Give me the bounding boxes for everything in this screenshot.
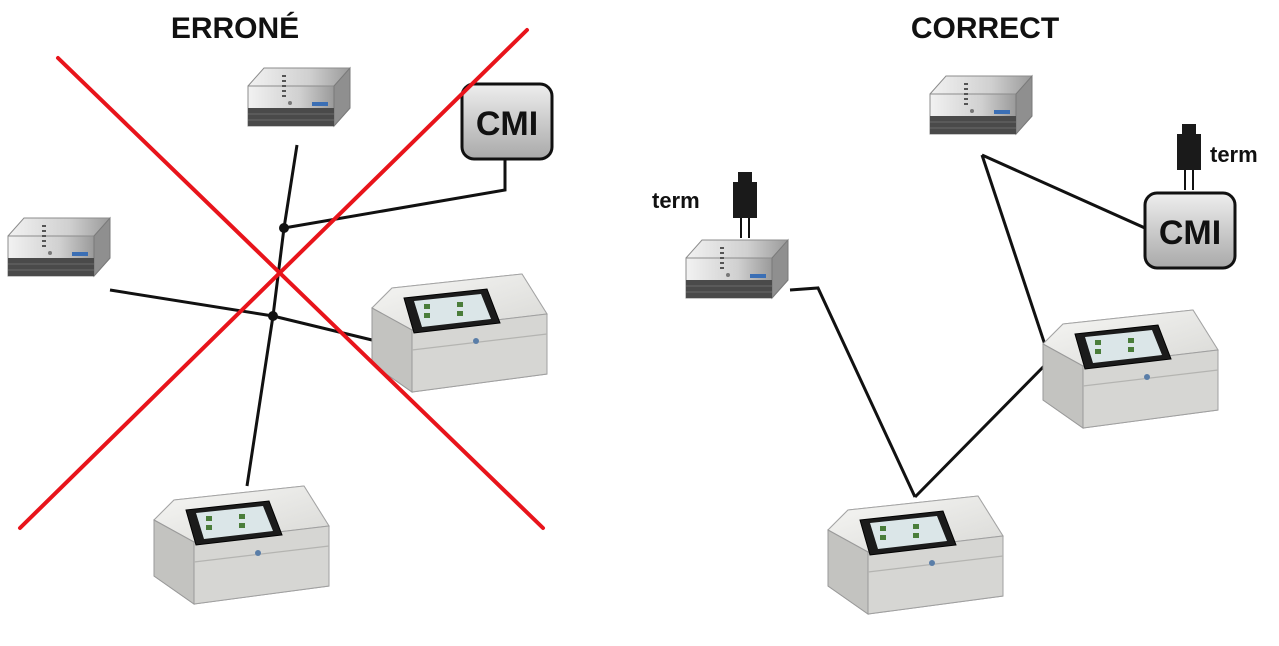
cable-to-cmi-correct: [981, 153, 1146, 230]
cable-to-cmi: [283, 160, 507, 230]
terminator-right-label: term: [1210, 142, 1258, 167]
wrong-title: ERRONÉ: [171, 11, 299, 45]
cross-out-line-1: [56, 56, 545, 530]
correct-diagram: CORRECT term term: [652, 12, 1258, 615]
cmi-module-correct: CMI: [1143, 191, 1237, 270]
terminator-left: [732, 171, 758, 239]
device-flat-controller-top: [247, 67, 351, 127]
junction-node-lower: [268, 311, 278, 321]
terminator-left-label: term: [652, 188, 700, 213]
correct-cabling: [789, 153, 1146, 499]
cable-chain-middle: [913, 358, 1052, 499]
device-flat-controller-chain-left: [685, 239, 789, 299]
cable-star-horizontal: [109, 288, 373, 342]
cable-chain-right: [980, 154, 1052, 361]
device-flat-controller-left: [7, 217, 111, 277]
device-touch-controller-bottom: [153, 485, 330, 605]
correct-title: CORRECT: [911, 12, 1059, 45]
cross-out-line-2: [18, 28, 529, 530]
device-touch-controller-right: [371, 273, 548, 393]
junction-node-upper: [279, 223, 289, 233]
cmi-label-correct: CMI: [1159, 214, 1221, 252]
device-touch-controller-chain-bottom: [827, 495, 1004, 615]
cmi-module-wrong: CMI: [460, 82, 554, 161]
device-flat-controller-chain-top: [929, 75, 1033, 135]
wrong-diagram: ERRONÉ CMI: [7, 11, 554, 605]
cross-out-mark: [18, 28, 545, 530]
device-touch-controller-chain-right: [1042, 309, 1219, 429]
cmi-label-wrong: CMI: [476, 105, 538, 143]
terminator-right: [1176, 123, 1202, 191]
cable-chain-left: [789, 286, 917, 498]
